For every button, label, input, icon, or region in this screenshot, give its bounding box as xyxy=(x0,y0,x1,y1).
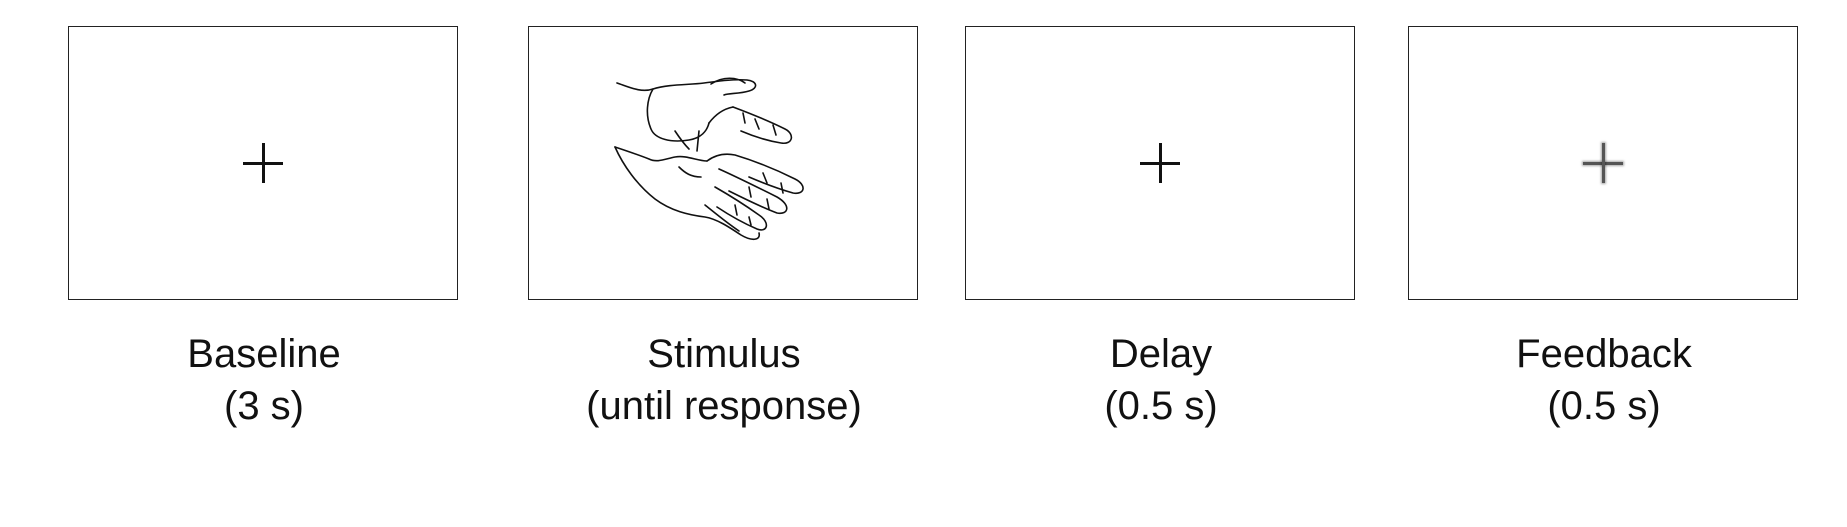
feedback-title: Feedback xyxy=(1516,332,1692,376)
delay-title: Delay xyxy=(1109,332,1213,376)
stimulus-screen xyxy=(528,26,918,300)
stimulus-duration: (until response) xyxy=(586,384,862,428)
panel-stimulus: Stimulus (until response) xyxy=(528,0,920,430)
panel-baseline: Baseline (3 s) xyxy=(68,0,460,430)
delay-caption: Delay (0.5 s) xyxy=(965,328,1357,432)
baseline-title: Baseline xyxy=(187,332,341,376)
stimulus-caption: Stimulus (until response) xyxy=(528,328,920,432)
hand-drawing-icon xyxy=(614,77,804,241)
delay-screen xyxy=(965,26,1355,300)
stimulus-title: Stimulus xyxy=(647,332,801,376)
baseline-screen xyxy=(68,26,458,300)
feedback-caption: Feedback (0.5 s) xyxy=(1408,328,1800,432)
delay-duration: (0.5 s) xyxy=(1104,384,1218,428)
panel-feedback: Feedback (0.5 s) xyxy=(1408,0,1800,430)
blurred-fixation-cross-icon xyxy=(1583,143,1623,183)
fixation-cross-icon xyxy=(1140,143,1180,183)
feedback-screen xyxy=(1408,26,1798,300)
feedback-duration: (0.5 s) xyxy=(1547,384,1661,428)
baseline-caption: Baseline (3 s) xyxy=(68,328,460,432)
fixation-cross-icon xyxy=(243,143,283,183)
panel-delay: Delay (0.5 s) xyxy=(965,0,1357,430)
baseline-duration: (3 s) xyxy=(224,384,304,428)
